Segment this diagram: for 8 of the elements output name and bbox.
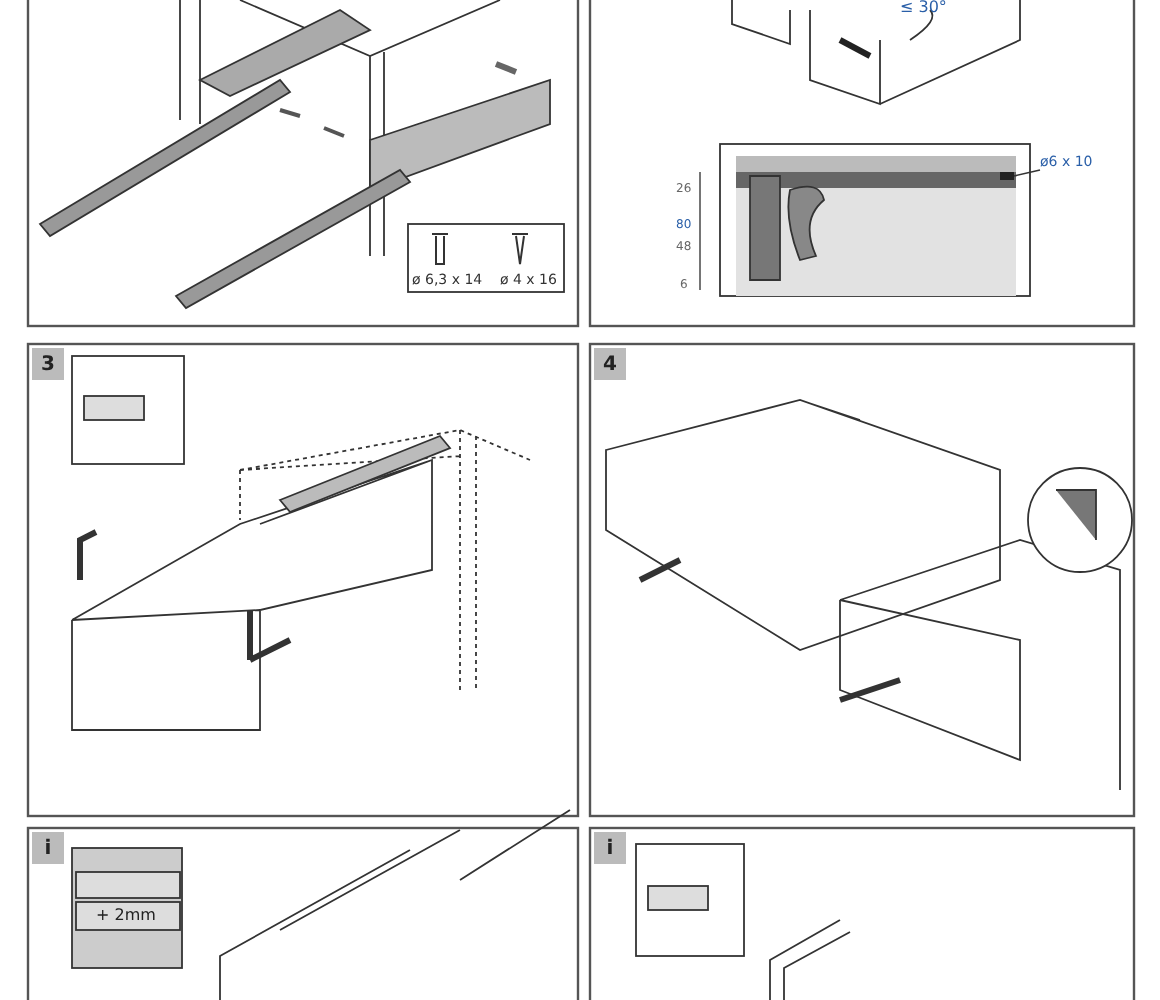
drill-hole-mark [1000, 172, 1014, 180]
info-marker: i [594, 832, 626, 864]
info-marker: i [32, 832, 64, 864]
angle-label: ≤ 30° [900, 0, 947, 16]
step-number: 4 [594, 348, 626, 380]
spacing-label: + 2mm [96, 908, 156, 924]
step-number: 3 [32, 348, 64, 380]
leader-line [1013, 169, 1041, 177]
